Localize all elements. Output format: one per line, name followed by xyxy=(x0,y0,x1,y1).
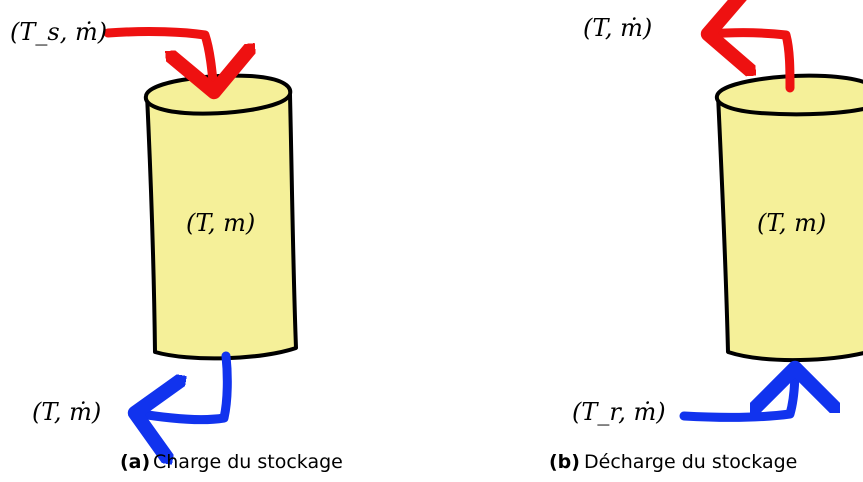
outflow-arrow-a xyxy=(135,351,232,420)
inflow-arrow-b xyxy=(679,368,795,422)
tank-label-b: (T, m) xyxy=(757,209,826,237)
caption-text-a: Charge du stockage xyxy=(153,451,343,473)
tank-b-body xyxy=(716,93,863,363)
panel-a: (T_s, ṁ) (T, m) (T, ṁ) (a) Charge du sto… xyxy=(10,18,343,473)
tank-b-top xyxy=(714,73,863,117)
outflow-arrow-b xyxy=(708,33,795,93)
caption-label-a: (a) xyxy=(120,451,150,473)
inlet-label-a: (T_s, ṁ) xyxy=(10,18,107,46)
panel-b: (T, ṁ) (T, m) (T_r, ṁ) (b) Décharge du s… xyxy=(549,14,863,473)
inlet-label-b: (T_r, ṁ) xyxy=(572,398,666,426)
outlet-label-a: (T, ṁ) xyxy=(32,398,101,426)
tank-a-top xyxy=(143,73,293,116)
outlet-label-b: (T, ṁ) xyxy=(583,14,652,42)
tank-label-a: (T, m) xyxy=(186,209,255,237)
caption-label-b: (b) xyxy=(549,451,580,473)
caption-text-b: Décharge du stockage xyxy=(584,451,797,473)
inflow-arrow-a xyxy=(103,27,214,92)
